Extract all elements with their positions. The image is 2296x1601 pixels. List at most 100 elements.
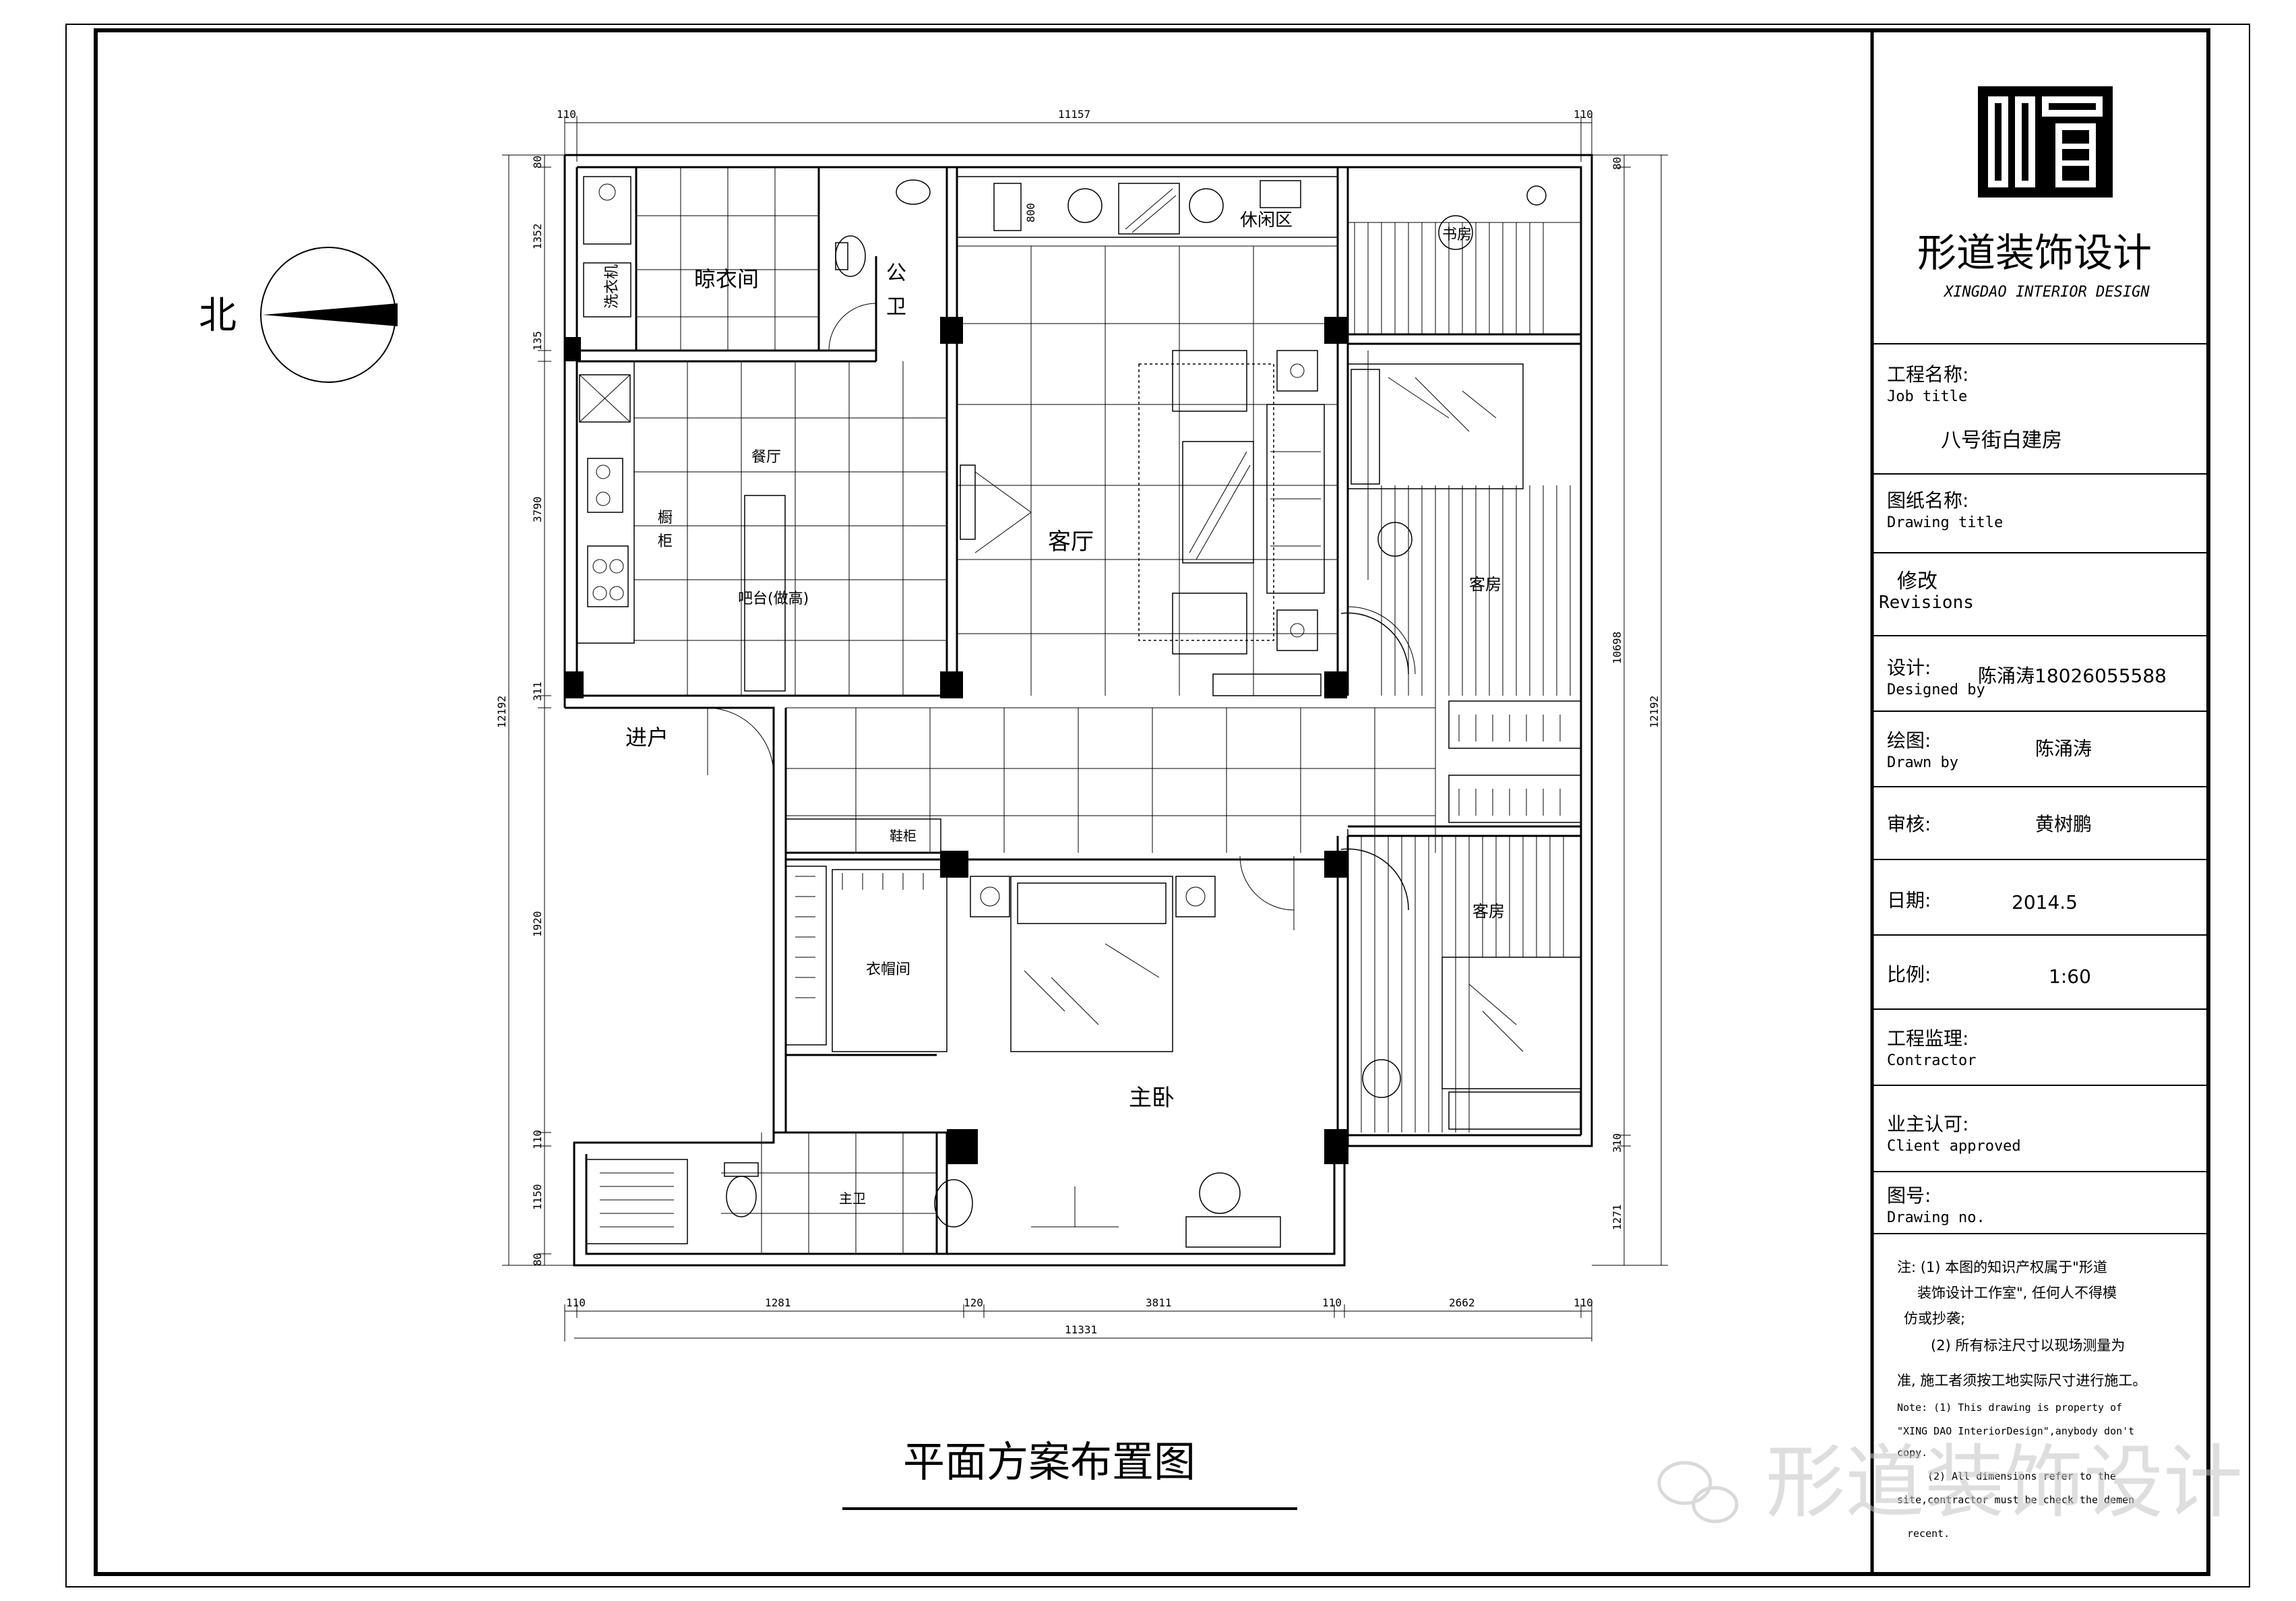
label-guest1: 客房: [1469, 575, 1501, 594]
note-11: recent.: [1907, 1528, 1950, 1540]
drawno-label-en: Drawing no.: [1887, 1209, 1985, 1226]
dim-bottom-6: 2662: [1449, 1296, 1475, 1309]
drawn-label-en: Drawn by: [1887, 754, 1958, 771]
company-name-en: XINGDAO INTERIOR DESIGN: [1943, 284, 2150, 301]
wood-floor-guest2: [1361, 836, 1564, 1132]
scale-label: 比例:: [1887, 963, 1931, 986]
job-value: 八号街白建房: [1941, 429, 2062, 452]
dim-left-5: 311: [531, 682, 544, 701]
label-bar: 吧台(做高): [738, 591, 809, 607]
label-dining: 餐厅: [751, 449, 781, 466]
label-living: 客厅: [1048, 528, 1094, 555]
note-10: site,contractor must be check the demen: [1897, 1494, 2134, 1506]
note-9: (2) All dimensions refer to the: [1927, 1470, 2116, 1482]
scale-value: 1:60: [2049, 965, 2091, 988]
rev-label-en: Revisions: [1879, 593, 1974, 613]
note-3: 仿或抄袭;: [1904, 1310, 1965, 1327]
label-cabinet-2: 柜: [658, 533, 673, 550]
dim-right-inner: 10698: [1611, 632, 1623, 664]
dim-left-6: 1920: [531, 911, 544, 937]
watermark-text: 形道装饰设计: [1766, 1436, 2243, 1529]
label-laundry: 晾衣间: [694, 266, 759, 292]
note-8: copy.: [1897, 1447, 1927, 1459]
dim-left-2: 1352: [531, 223, 544, 249]
company-logo-icon: [1978, 86, 2113, 198]
dim-bottom-1: 110: [566, 1296, 586, 1309]
job-label: 工程名称:: [1887, 363, 1968, 386]
dim-right-total: 12192: [1648, 696, 1661, 728]
drawing-title: 平面方案布置图: [903, 1437, 1196, 1486]
north-arrow: 北: [199, 247, 398, 383]
check-label: 审核:: [1887, 813, 1931, 835]
dim-left-1: 80: [531, 156, 544, 169]
dim-top-total: 11157: [1058, 108, 1090, 121]
label-entrance: 进户: [625, 725, 669, 750]
note-1: 注: (1) 本图的知识产权属于"形道: [1897, 1259, 2107, 1275]
check-value: 黄树鹏: [2035, 813, 2092, 835]
floor-plan: [563, 154, 1593, 1267]
dim-top-l: 110: [557, 108, 576, 121]
dim-bottom-5: 110: [1322, 1296, 1342, 1309]
label-guest2: 客房: [1472, 902, 1505, 921]
dim-bottom-7: 110: [1574, 1296, 1593, 1309]
label-cabinet-1: 橱: [658, 510, 673, 526]
dim-right-2: 310: [1611, 1133, 1623, 1153]
note-6: Note: (1) This drawing is property of: [1897, 1401, 2122, 1414]
dimensions: 110 11157 110 110 1281 120 3811 110 2662…: [495, 108, 1668, 1341]
title-block: 形道装饰设计 XINGDAO INTERIOR DESIGN 工程名称: Job…: [1872, 86, 2208, 1540]
north-label: 北: [199, 294, 237, 338]
note-5: 准, 施工者须按工地实际尺寸进行施工。: [1897, 1372, 2146, 1389]
dim-left-7: 110: [531, 1130, 544, 1149]
label-leisure: 休闲区: [1240, 210, 1293, 231]
wechat-icon: [1657, 1461, 1739, 1523]
label-shoe-cabinet: 鞋柜: [890, 828, 917, 844]
contractor-label-en: Contractor: [1887, 1052, 1976, 1069]
label-closet: 衣帽间: [866, 961, 910, 978]
drawing-label-en: Drawing title: [1887, 514, 2003, 531]
outer-border: [65, 24, 2250, 1588]
designer-label-en: Designed by: [1887, 682, 1985, 698]
label-public-wc-2: 卫: [886, 295, 906, 319]
contractor-label: 工程监理:: [1887, 1027, 1968, 1050]
label-study: 书房: [1442, 226, 1472, 243]
company-name-cn: 形道装饰设计: [1917, 230, 2152, 276]
watermark: 形道装饰设计: [1657, 1436, 2243, 1529]
dim-right-3: 1271: [1611, 1204, 1623, 1230]
designer-value: 陈涌涛18026055588: [1978, 665, 2167, 687]
label-public-wc-1: 公: [886, 262, 906, 285]
dim-left-4: 3790: [531, 496, 544, 522]
label-master-wc: 主卫: [839, 1190, 866, 1207]
drawn-value: 陈涌涛: [2035, 737, 2092, 760]
dim-top-r: 110: [1574, 108, 1593, 121]
client-label: 业主认可:: [1887, 1113, 1968, 1135]
client-label-en: Client approved: [1887, 1138, 2021, 1155]
wood-floor-study: [1347, 222, 1581, 334]
note-7: "XING DAO InteriorDesign",anybody don't: [1897, 1425, 2134, 1437]
job-label-en: Job title: [1887, 388, 1967, 405]
dim-bottom-3: 120: [964, 1296, 983, 1309]
label-master: 主卧: [1129, 1085, 1175, 1112]
wood-floor-guest1: [1367, 351, 1571, 696]
rev-label: 修改: [1897, 570, 1937, 593]
room-labels: 晾衣间 洗衣机 公 卫 休闲区 书房 餐厅 橱 柜 吧台(做高) 客厅 客房 进…: [604, 210, 1505, 1207]
drawno-label: 图号:: [1887, 1184, 1931, 1207]
dim-bottom-total: 11331: [1065, 1323, 1097, 1336]
dim-left-8: 1150: [531, 1184, 544, 1210]
drawn-label: 绘图:: [1887, 729, 1931, 752]
date-value: 2014.5: [2012, 891, 2078, 913]
dim-bottom-2: 1281: [765, 1296, 791, 1309]
designer-label: 设计:: [1887, 657, 1931, 679]
dim-right-1: 80: [1611, 157, 1623, 170]
dim-left-9: 80: [531, 1253, 544, 1266]
note-2: 装饰设计工作室", 任何人不得模: [1917, 1285, 2117, 1301]
dim-cab-800: 800: [1024, 203, 1037, 222]
date-label: 日期:: [1887, 889, 1931, 911]
inner-border: [94, 28, 2210, 1576]
label-washer: 洗衣机: [604, 264, 621, 309]
dim-left-3: 135: [531, 331, 544, 351]
drawing-label: 图纸名称:: [1887, 489, 1968, 512]
dim-bottom-4: 3811: [1146, 1296, 1172, 1309]
dim-left-total: 12192: [495, 696, 508, 728]
note-4: (2) 所有标注尺寸以现场测量为: [1931, 1337, 2125, 1354]
